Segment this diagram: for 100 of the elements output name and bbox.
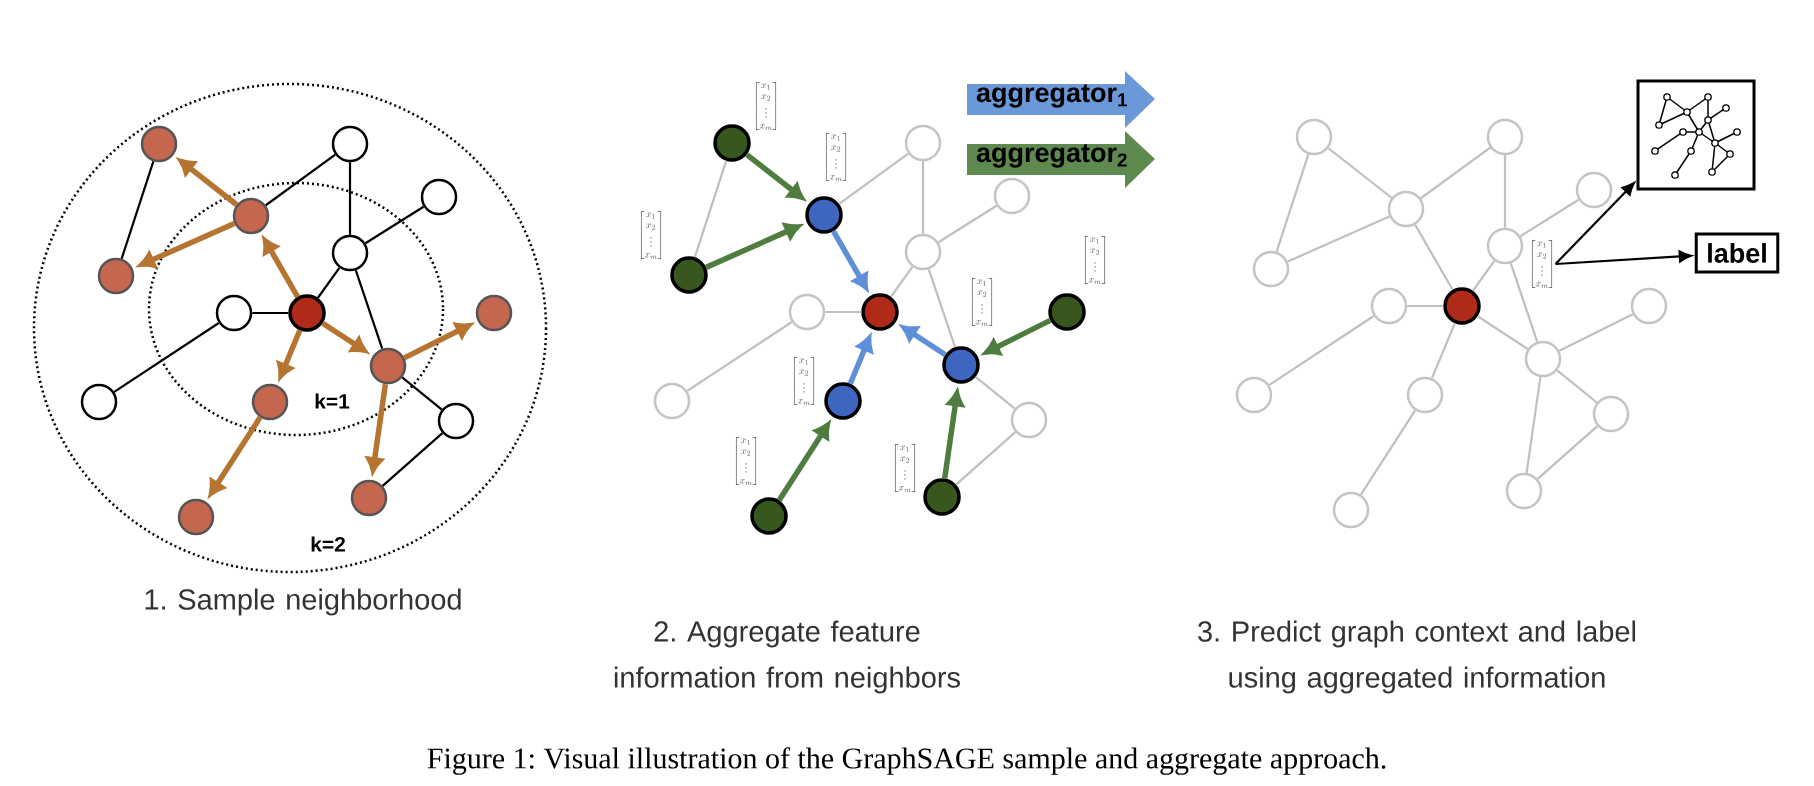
feature-vector: $\begin{bmatrix}x_1\\x_2\\\vdots\\x_m\end{bmatrix}$ xyxy=(790,355,818,407)
graph-node xyxy=(1370,287,1408,325)
graph-edge xyxy=(401,376,443,411)
graph-node xyxy=(653,382,691,420)
neighbor-node xyxy=(824,382,862,420)
graph-edge xyxy=(364,205,425,245)
neighbor-node xyxy=(923,478,961,516)
sampled-node xyxy=(251,383,289,421)
graph-edge xyxy=(825,310,862,314)
graph-edge xyxy=(1407,304,1444,308)
neighbor-node xyxy=(1048,293,1086,331)
label-box: label xyxy=(1694,232,1780,274)
panel-caption: 1. Sample neighborhood xyxy=(145,588,461,616)
feature-vector: $\begin{bmatrix}x_1\\x_2\\\vdots\\x_m\end{bmatrix}$ xyxy=(637,209,665,261)
graph-node xyxy=(904,124,942,162)
graph-node xyxy=(993,177,1031,215)
graph-edge xyxy=(1287,215,1390,263)
neighbor-node xyxy=(713,124,751,162)
graph-edge xyxy=(693,160,728,258)
graph-node xyxy=(1524,340,1562,378)
graph-node xyxy=(1505,472,1543,510)
feature-vector: $\begin{bmatrix}x_1\\x_2\\\vdots\\x_m\end{bmatrix}$ xyxy=(891,442,919,494)
neighbor-node xyxy=(670,256,708,294)
legend-label: aggregator$_{1}$ xyxy=(976,84,1127,108)
neighbor-node xyxy=(750,497,788,535)
graph-node xyxy=(1295,118,1333,156)
graph-edge xyxy=(317,267,341,299)
target-node xyxy=(288,294,326,332)
sampled-node xyxy=(369,347,407,385)
sampled-node xyxy=(475,294,513,332)
neighbor-node xyxy=(942,346,980,384)
graph-edge xyxy=(937,204,998,244)
graph-node xyxy=(215,294,253,332)
arrow xyxy=(208,415,263,497)
sampled-node xyxy=(350,479,388,517)
graph-edge xyxy=(1268,315,1375,386)
graph-node xyxy=(437,402,475,440)
graph-icon xyxy=(1636,79,1756,191)
radius-label: k=2 xyxy=(311,536,345,552)
graph-edge xyxy=(1420,146,1491,200)
graph-edge xyxy=(265,153,336,207)
graph-edge xyxy=(890,266,914,298)
arrow xyxy=(901,325,947,358)
graph-edge xyxy=(381,432,444,487)
graph-node xyxy=(1332,491,1370,529)
graph-node xyxy=(1575,171,1613,209)
target-node xyxy=(861,293,899,331)
graph-edge xyxy=(1525,376,1542,474)
graph-node xyxy=(1235,376,1273,414)
graph-node xyxy=(80,383,118,421)
sampled-node xyxy=(140,125,178,163)
graph-node xyxy=(1486,227,1524,265)
graph-edge xyxy=(113,322,220,393)
arrow xyxy=(831,229,869,291)
graph-node xyxy=(420,178,458,216)
graph-edge xyxy=(1477,315,1529,350)
arrow xyxy=(262,237,301,299)
feature-vector: $\begin{bmatrix}x_1\\x_2\\\vdots\\x_m\end{bmatrix}$ xyxy=(752,80,780,132)
graph-edge xyxy=(354,269,384,350)
graph-edge xyxy=(1556,369,1598,404)
sampled-node xyxy=(177,498,215,536)
graph-edge xyxy=(1536,425,1599,480)
feature-vector: $\begin{bmatrix}x_1\\x_2\\\vdots\\x_m\end{bmatrix}$ xyxy=(822,131,850,183)
arrow xyxy=(745,152,805,200)
graph-edge xyxy=(974,375,1016,410)
graph-edge xyxy=(1558,313,1634,352)
graph-edge xyxy=(252,311,289,315)
graph-node xyxy=(1010,401,1048,439)
graph-edge xyxy=(927,268,957,348)
neighbor-node xyxy=(805,196,843,234)
graph-edge xyxy=(1472,260,1496,292)
graph-node xyxy=(1252,250,1290,288)
panel-caption: 3. Predict graph context and label using aggregated information xyxy=(1198,620,1636,694)
graph-edge xyxy=(838,152,909,205)
figure-caption: Figure 1: Visual illustration of the GraphSAGE sample and aggregate approach. xyxy=(427,747,1386,775)
graph-node xyxy=(331,125,369,163)
panel-caption: 2. Aggregate feature information from neighbors xyxy=(614,620,960,694)
graph-edge xyxy=(348,162,352,235)
radius-label: k=1 xyxy=(315,393,350,409)
arrow xyxy=(983,317,1052,356)
graph-node xyxy=(1592,395,1630,433)
arrow xyxy=(321,320,368,354)
graph-node xyxy=(1387,190,1425,228)
sampled-node xyxy=(232,197,270,235)
graph-edge xyxy=(1431,322,1456,379)
sampled-node xyxy=(97,257,135,295)
graph-edge xyxy=(1359,409,1417,496)
graph-node xyxy=(1406,376,1444,414)
graph-node xyxy=(1630,287,1668,325)
graph-edge xyxy=(955,431,1017,486)
graph-node xyxy=(1486,118,1524,156)
graph-edge xyxy=(1327,147,1393,199)
graph-edge xyxy=(1414,224,1454,291)
feature-vector: $\begin{bmatrix}x_1\\x_2\\\vdots\\x_m\end{bmatrix}$ xyxy=(732,435,760,487)
feature-vector: $\begin{bmatrix}x_1\\x_2\\\vdots\\x_m\end{bmatrix}$ xyxy=(1081,234,1109,286)
graph-edge xyxy=(1509,262,1539,343)
graph-edge xyxy=(686,321,793,392)
graph-edge xyxy=(120,161,155,259)
arrow xyxy=(366,383,389,474)
arrow xyxy=(178,158,239,207)
